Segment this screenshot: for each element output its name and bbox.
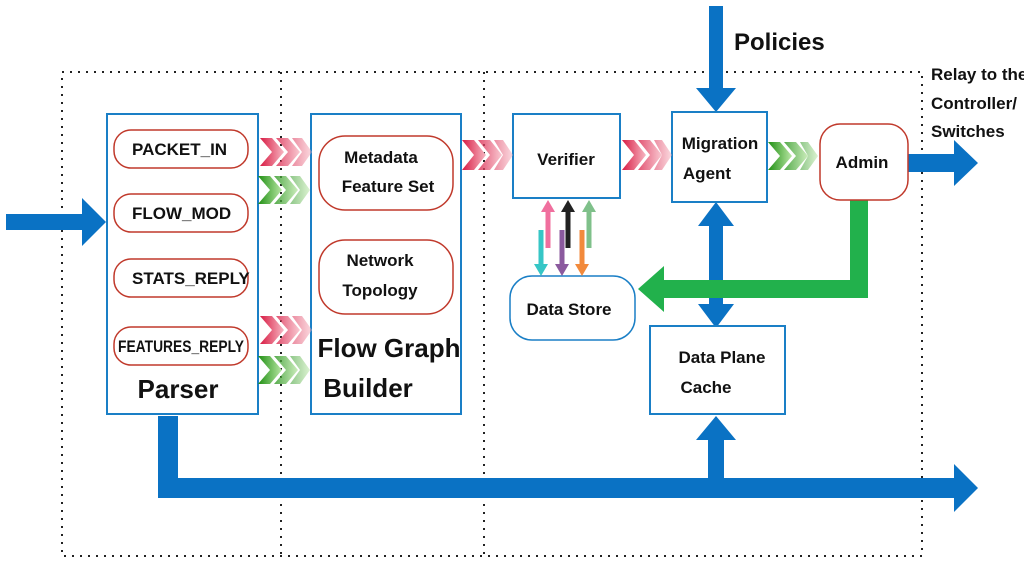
green-up-arrowhead [582,200,596,212]
red-chevron-1 [260,138,312,166]
metadata-line-2: Feature Set [342,177,435,196]
message-label: PACKET_IN [132,140,227,159]
verifier-label: Verifier [537,150,595,169]
topology-line-2: Topology [342,281,418,300]
red-chevron-4 [622,140,672,170]
policies-label: Policies [734,29,825,56]
relay-arrow [908,140,978,186]
data-store-box: Data Store [509,275,636,341]
relay-line-1: Relay to the [931,65,1024,84]
data-store-label: Data Store [526,300,611,319]
flow-graph-builder-title-line-1: Flow Graph [318,333,461,363]
verifier-datastore-arrows [534,200,596,276]
message-label: FLOW_MOD [132,204,231,223]
message-pills: PACKET_IN FLOW_MOD STATS_REPLY FEATURES_… [113,129,250,366]
cache-up-arrow [696,416,736,478]
green-chevron-1 [258,176,310,204]
message-pill-flow-mod: FLOW_MOD [113,193,249,233]
bottom-bus-arrow [158,416,978,512]
red-chevron-2 [260,316,312,344]
admin-box: Admin [819,123,909,201]
message-label: FEATURES_REPLY [118,337,245,356]
migration-agent-line-1: Migration [682,134,759,153]
metadata-feature-set-pill: Metadata Feature Set [318,135,454,211]
migration-agent-line-2: Agent [683,164,732,183]
message-label: STATS_REPLY [132,269,250,288]
chevron-connectors [258,138,818,384]
data-plane-cache-line-2: Cache [680,378,731,397]
pink-up-arrowhead [541,200,555,212]
cyan-down-arrowhead [534,264,548,276]
orange-down-arrowhead [575,264,589,276]
message-pill-packet-in: PACKET_IN [113,129,249,169]
admin-label: Admin [836,153,889,172]
relay-line-2: Controller/ [931,94,1017,113]
metadata-line-1: Metadata [344,148,418,167]
agent-cache-double-arrow [698,202,734,328]
data-plane-cache-line-1: Data Plane [679,348,766,367]
topology-line-1: Network [346,251,414,270]
message-pill-stats-reply: STATS_REPLY [113,258,250,298]
admin-to-datastore-arrow [638,200,868,312]
verifier-box: Verifier [512,113,621,199]
relay-label: Relay to the Controller/ Switches [931,65,1024,141]
purple-down-arrowhead [555,264,569,276]
green-chevron-2 [258,356,310,384]
migration-agent-box: Migration Agent [671,111,768,203]
flow-graph-builder-title-line-2: Builder [323,373,413,403]
policies-arrow [696,6,736,112]
network-topology-pill: Network Topology [318,239,454,315]
relay-line-3: Switches [931,122,1005,141]
input-arrow [6,198,106,246]
red-chevron-3 [462,140,513,170]
black-up-arrowhead [561,200,575,212]
blue-arrows [6,6,978,512]
message-pill-features-reply: FEATURES_REPLY [113,326,249,366]
data-plane-cache-box: Data Plane Cache [649,325,786,415]
parser-title: Parser [138,374,219,404]
green-chevron-3 [768,142,818,170]
